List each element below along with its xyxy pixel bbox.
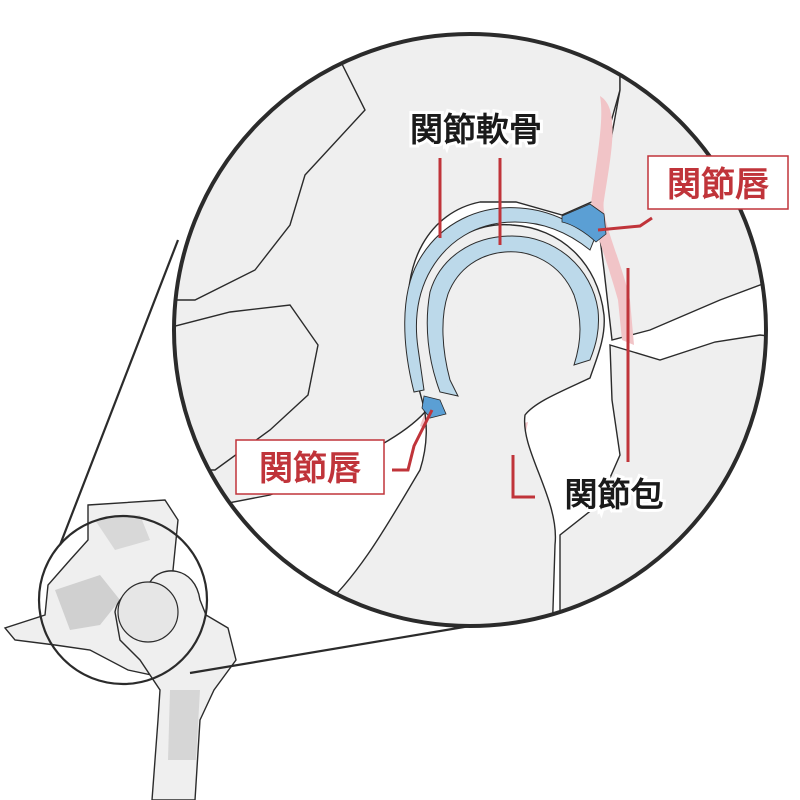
- joint-capsule: [591, 96, 634, 345]
- magnifier-connector-bottom: [189, 624, 471, 675]
- femoral-head-small: [117, 581, 179, 643]
- hip-overview-skeleton: [3, 499, 237, 800]
- label-box-labrum-left: [235, 439, 385, 495]
- labrum-right-leader: [597, 216, 653, 232]
- magnifier-large-circle: [172, 32, 768, 628]
- magnifier-connector-top: [58, 239, 180, 546]
- magnifier-small-circle: [37, 514, 209, 686]
- capsule-leader-lower: [511, 455, 535, 499]
- femur-shadow: [168, 690, 200, 760]
- label-box-labrum-right: [647, 155, 789, 210]
- pelvis-shadow: [95, 515, 150, 550]
- labrum-left-leader: [392, 409, 434, 472]
- labrum-upper: [561, 203, 607, 243]
- label-labrum-right: 関節唇: [667, 165, 769, 205]
- femoral-head-inner: [456, 262, 576, 394]
- label-joint-capsule: 関節包: [565, 475, 664, 514]
- femoral-cartilage: [426, 235, 599, 397]
- pelvis-shadow: [55, 575, 120, 630]
- label-labrum-left: 関節唇: [259, 449, 361, 489]
- labrum-lower: [421, 395, 447, 419]
- leader-lines: [392, 158, 653, 499]
- label-articular-cartilage: 関節軟骨: [410, 110, 542, 149]
